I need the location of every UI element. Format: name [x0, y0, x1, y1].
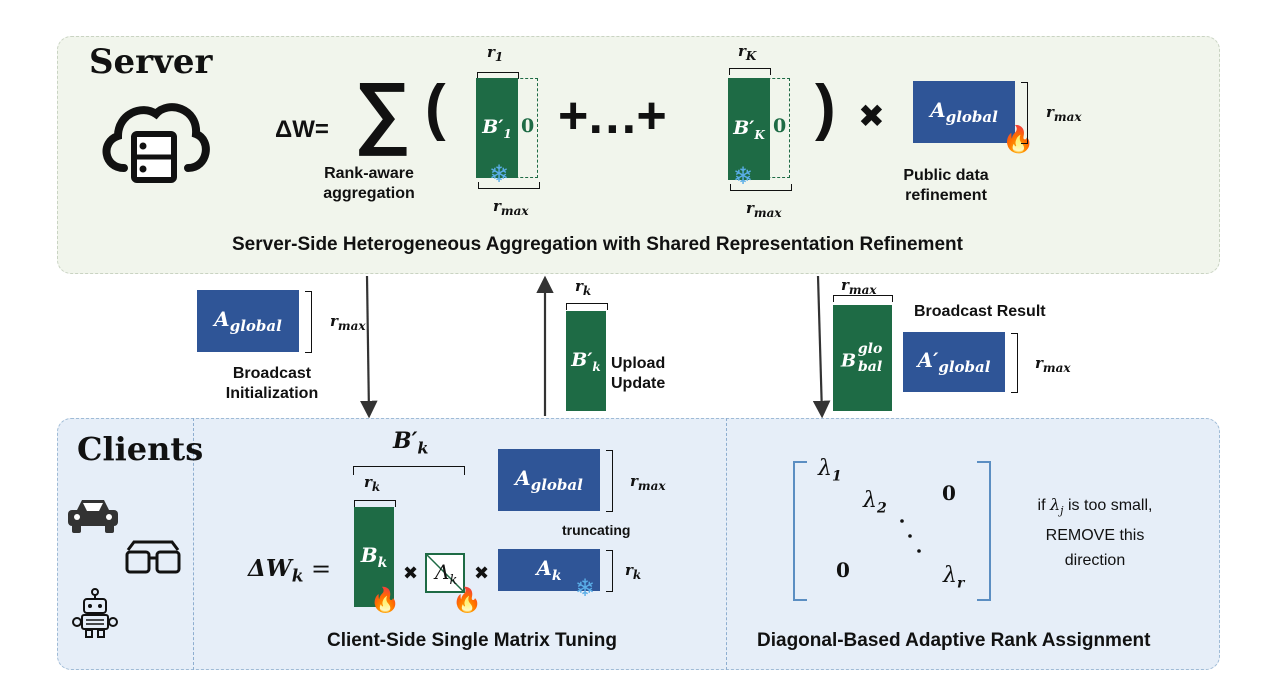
equals-sign: =	[311, 555, 332, 583]
snowflake-icon: ❄	[733, 163, 754, 190]
rmax-brace-a	[1021, 82, 1028, 144]
rank-caption: Diagonal-Based Adaptive Rank Assignment	[757, 630, 1151, 651]
glasses-icon	[125, 540, 181, 574]
rmax-brace-bk	[730, 184, 792, 191]
server-title: Server	[89, 42, 213, 82]
rk-label-upload: rk	[575, 277, 592, 298]
rmax-brace-b1	[478, 182, 540, 189]
upload-update-label: Upload Update	[611, 355, 666, 392]
server-caption: Server-Side Heterogeneous Aggregation wi…	[232, 234, 963, 255]
clients-panel	[57, 418, 1220, 670]
times-icon: ✖	[474, 563, 490, 583]
plus-dots-plus: +…+	[558, 87, 667, 145]
note-lambda: λj	[1049, 495, 1064, 518]
rank-aware-label: Rank-aware aggregation	[323, 165, 415, 202]
b-global-matrix: Bglo bal	[833, 305, 892, 411]
rk-brace-client	[354, 500, 396, 507]
diagonal-dots	[900, 519, 921, 553]
removal-note: if λj is too small, REMOVE this directio…	[1010, 492, 1180, 573]
removal-note-line-2: REMOVE this	[1045, 527, 1145, 545]
b1-matrix: B′1	[476, 78, 518, 178]
bk-zero-pad: 0	[773, 115, 787, 137]
snowflake-icon: ❄	[575, 575, 596, 602]
matrix-zero-top: 0	[942, 481, 956, 505]
rmax-brace-result	[1011, 333, 1018, 393]
rK-brace	[729, 68, 771, 75]
cloud-server-icon	[102, 103, 210, 183]
broadcast-result-label: Broadcast Result	[914, 303, 1046, 320]
bk-matrix: B′K	[728, 78, 770, 180]
ak-matrix: Ak	[498, 549, 600, 591]
b1-zero-pad: 0	[521, 115, 535, 137]
clients-title: Clients	[77, 430, 204, 468]
times-icon: ✖	[403, 563, 419, 583]
removal-note-line-1: if λj is too small,	[1037, 495, 1153, 518]
clients-divider-right	[726, 418, 727, 670]
lambda-k-matrix: Λk	[425, 553, 465, 593]
fire-icon: 🔥	[452, 587, 482, 614]
lambda-2: λ2	[863, 488, 887, 517]
rmax-brace-client	[606, 450, 613, 512]
r1-label: r1	[487, 43, 504, 64]
public-refine-label: Public data refinement	[903, 167, 989, 204]
server-panel	[57, 36, 1220, 274]
bk-upload-matrix: B′k	[566, 311, 606, 411]
bk-prime-brace	[353, 466, 465, 475]
sum-symbol: ∑	[354, 66, 412, 155]
snowflake-icon: ❄	[489, 161, 510, 188]
matrix-left-bracket	[793, 461, 807, 601]
open-paren: (	[425, 73, 446, 142]
fire-icon: 🔥	[1002, 124, 1035, 154]
bk-client-matrix: Bk	[354, 507, 394, 607]
rk-label-ak: rk	[625, 561, 642, 582]
rk-brace-ak	[606, 550, 613, 592]
times-icon: ✖	[858, 98, 885, 134]
lambda-1: λ1	[818, 456, 842, 485]
diagonal-line	[427, 555, 463, 591]
a-global-client: Aglobal	[498, 449, 600, 511]
matrix-zero-bottom: 0	[836, 558, 850, 582]
a-global-broadcast: Aglobal	[197, 290, 299, 352]
rmax-label-b1: rmax	[493, 197, 529, 218]
rmax-label-bk: rmax	[746, 199, 782, 220]
rmax-label-bglobal: rmax	[841, 276, 877, 297]
removal-note-line-3: direction	[1064, 552, 1126, 570]
lambda-r: λr	[943, 563, 965, 592]
rmax-brace-bglobal	[833, 295, 893, 302]
rmax-label-init: rmax	[330, 312, 366, 333]
rmax-label-a: rmax	[1046, 103, 1082, 124]
broadcast-init-label: Broadcast Initialization	[225, 365, 319, 402]
rmax-brace-init	[305, 291, 312, 353]
a-global-prime: A′global	[903, 332, 1005, 392]
rk-label-client: rk	[364, 473, 381, 494]
delta-w-label: ΔW=	[275, 116, 329, 143]
rmax-label-result: rmax	[1035, 354, 1071, 375]
rmax-label-client: rmax	[630, 472, 666, 493]
truncating-label: truncating	[562, 522, 631, 538]
clients-divider-left	[193, 418, 194, 670]
a-global-server: Aglobal	[913, 81, 1015, 143]
client-caption: Client-Side Single Matrix Tuning	[327, 630, 617, 651]
car-icon	[68, 500, 118, 533]
delta-wk-label: ΔWk	[248, 555, 304, 587]
rk-brace-upload	[566, 303, 608, 310]
matrix-right-bracket	[977, 461, 991, 601]
rK-label: rK	[738, 42, 757, 63]
robot-icon	[72, 588, 118, 638]
r1-brace	[477, 72, 519, 79]
bk-prime-label: B′k	[393, 428, 429, 458]
fire-icon: 🔥	[370, 587, 400, 614]
close-paren: )	[815, 73, 836, 142]
